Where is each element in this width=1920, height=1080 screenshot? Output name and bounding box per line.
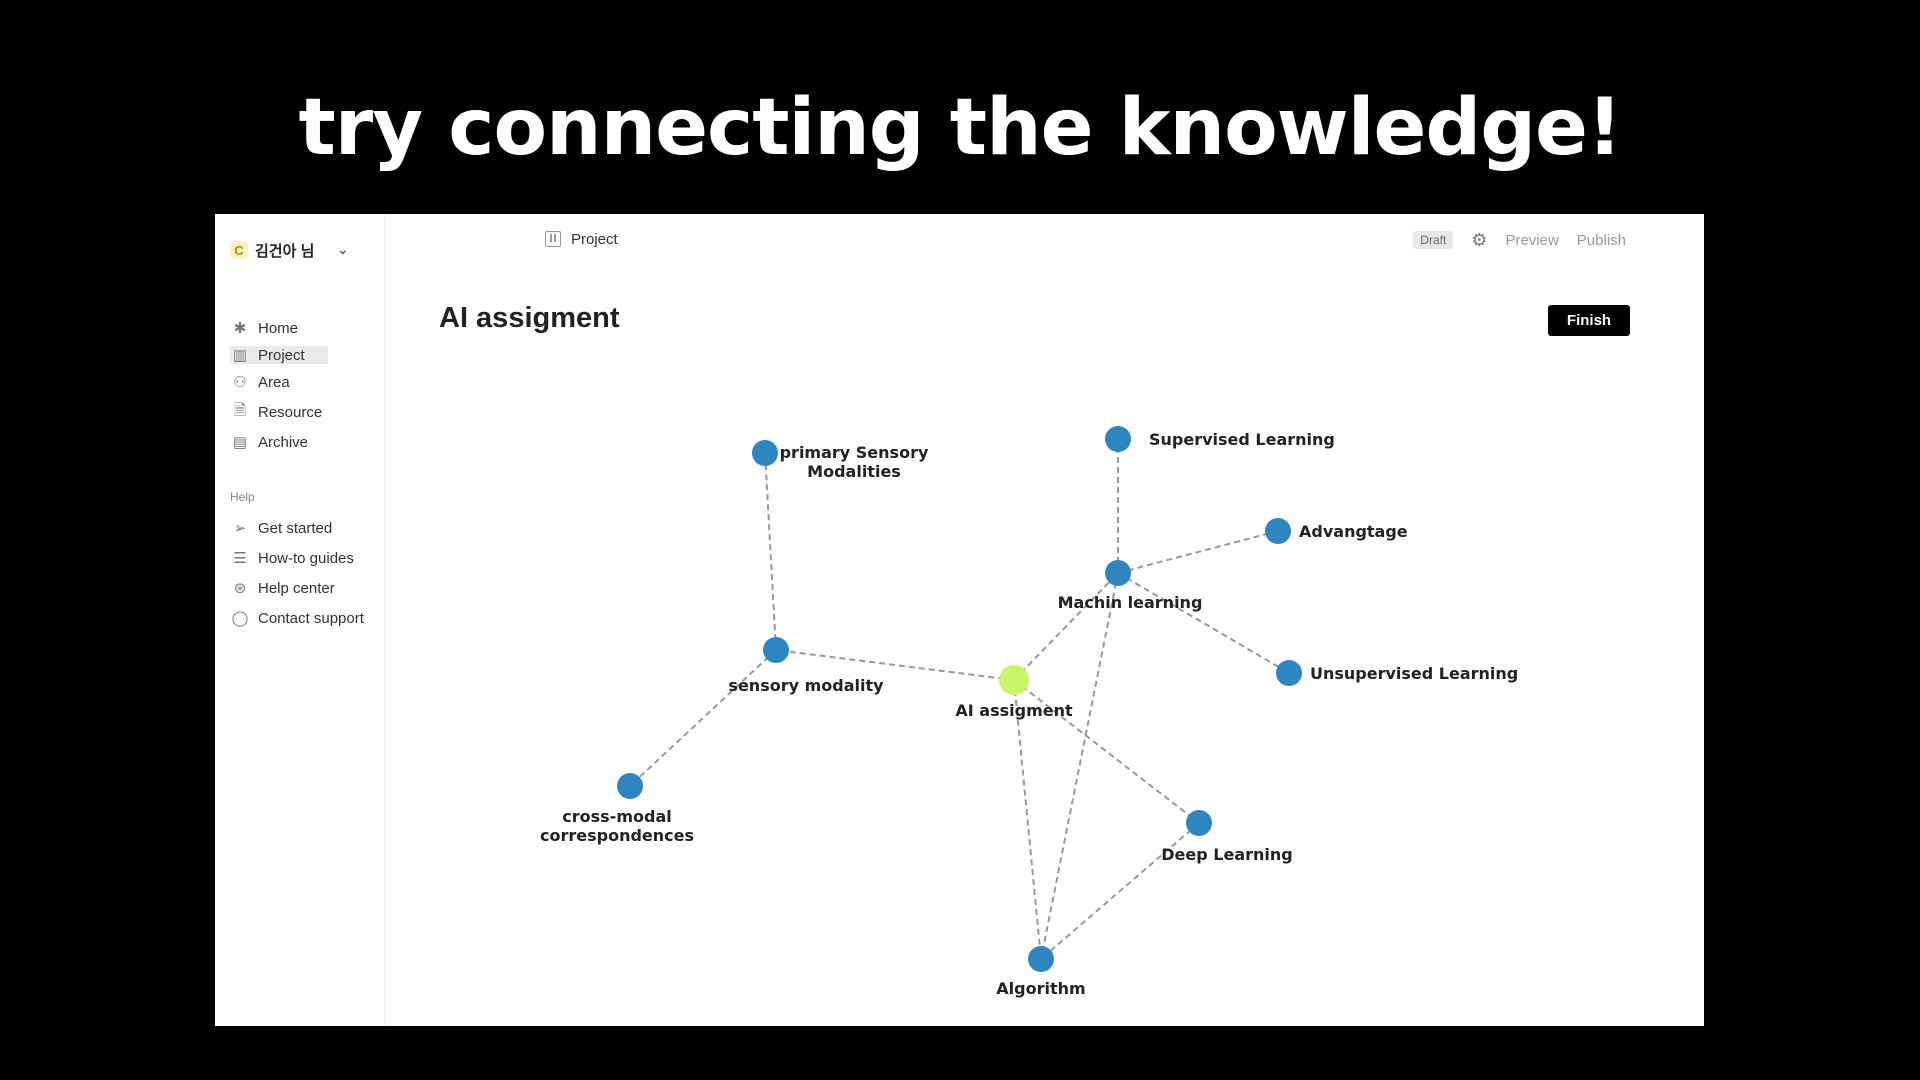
sidebar-nav: ✱ Home ▥ Project ⚇ Area 🗎 Resource ▤ Arc… [230,316,370,460]
breadcrumb[interactable]: Project [545,228,618,250]
graph-edge-ml-ul [1117,572,1290,674]
sidebar-item-label: Project [258,346,305,364]
sidebar-item-label: Resource [258,403,323,421]
graph-node-adv[interactable] [1265,518,1291,544]
sidebar-item-archive[interactable]: ▤ Archive [230,430,370,454]
sidebar-item-how-to-guides[interactable]: ☰ How-to guides [230,546,380,570]
gear-icon[interactable]: ⚙ [1471,229,1488,250]
graph-node-label-dl: Deep Learning [1161,845,1292,864]
breadcrumb-label: Project [571,230,618,248]
sidebar-item-label: How-to guides [258,549,354,567]
lifebuoy-icon: ⊛ [233,580,247,597]
graph-edge-dl-alg [1040,822,1200,960]
help-nav: ➢ Get started ☰ How-to guides ⊛ Help cen… [230,516,380,636]
sidebar-item-help-center[interactable]: ⊛ Help center [230,576,380,600]
graph-node-dl[interactable] [1186,810,1212,836]
graph-node-psm[interactable] [752,440,778,466]
sidebar-item-label: Contact support [258,609,364,627]
chat-icon: ◯ [231,610,249,627]
sidebar-item-get-started[interactable]: ➢ Get started [230,516,380,540]
graph-node-alg[interactable] [1028,946,1054,972]
graph-node-label-ml: Machin learning [1058,593,1203,612]
headline: try connecting the knowledge! [298,83,1622,173]
graph-node-sl[interactable] [1105,426,1131,452]
board-icon [545,231,561,247]
sidebar-item-contact-support[interactable]: ◯ Contact support [230,606,380,630]
sidebar-item-home[interactable]: ✱ Home [230,316,370,340]
page-title: AI assigment [439,302,620,334]
graph-edge-ml-alg [1040,572,1119,960]
graph-node-label-alg: Algorithm [996,979,1085,998]
graph-node-cmc[interactable] [617,773,643,799]
doc-search-icon: 🗎 [233,401,247,419]
list-icon: ☰ [233,550,247,567]
graph-node-label-sl: Supervised Learning [1149,430,1335,449]
board-icon: ▥ [232,347,248,364]
help-section-label: Help [230,490,255,504]
graph-node-label-adv: Advangtage [1299,522,1408,541]
workspace-name: 김건아 님 [255,242,315,260]
finish-button[interactable]: Finish [1548,305,1630,336]
publish-button[interactable]: Publish [1576,231,1626,249]
graph-edge-sm-psm [764,452,777,651]
workspace-switcher[interactable]: C 김건아 님 ⌄ [230,238,348,262]
chevron-down-icon: ⌄ [337,242,349,257]
graph-edge-sm-cmc [629,649,777,787]
archive-icon: ▤ [232,434,248,451]
app-window: C 김건아 님 ⌄ ✱ Home ▥ Project ⚇ Area 🗎 Reso… [215,214,1704,1026]
graph-node-label-sm: sensory modality [728,676,884,695]
knowledge-graph[interactable]: AI assigment sensory modality primary Sens… [215,214,1704,1026]
sidebar-item-project[interactable]: ▥ Project [230,346,328,364]
graph-edge-ml-adv [1117,530,1279,574]
graph-node-sm[interactable] [763,637,789,663]
sidebar: C 김건아 님 ⌄ ✱ Home ▥ Project ⚇ Area 🗎 Reso… [215,214,385,1026]
users-icon: ⚇ [233,374,247,391]
graph-edge-ai-ml [1013,572,1119,681]
sidebar-item-label: Help center [258,579,335,597]
topbar-actions: Draft ⚙ Preview Publish [1413,229,1626,251]
graph-node-ul[interactable] [1276,660,1302,686]
preview-button[interactable]: Preview [1505,231,1559,249]
graph-edge-ai-alg [1013,679,1042,960]
sidebar-item-label: Get started [258,519,333,537]
graph-edge-ai-dl [1013,679,1200,824]
sidebar-item-label: Archive [258,433,309,451]
asterisk-icon: ✱ [233,320,247,337]
status-badge: Draft [1413,231,1454,249]
send-icon: ➢ [233,520,247,537]
sidebar-item-label: Home [258,319,299,337]
workspace-badge: C [230,241,248,259]
graph-node-label-ai: AI assigment [955,701,1073,720]
sidebar-item-area[interactable]: ⚇ Area [230,370,370,394]
graph-node-ml[interactable] [1105,560,1131,586]
graph-node-ai[interactable] [999,665,1029,695]
sidebar-item-label: Area [258,373,290,391]
sidebar-item-resource[interactable]: 🗎 Resource [230,400,370,424]
graph-node-label-ul: Unsupervised Learning [1310,664,1518,683]
